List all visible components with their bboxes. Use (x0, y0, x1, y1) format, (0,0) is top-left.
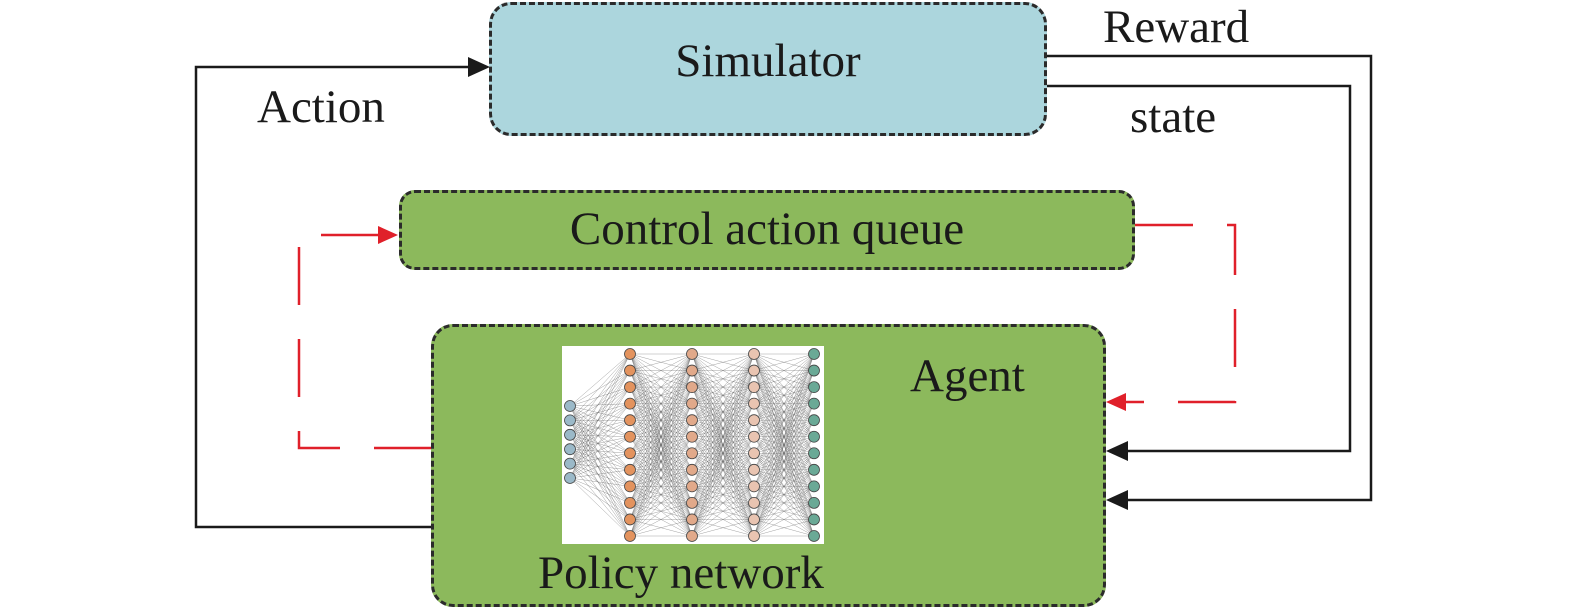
neuron-layer-3-9 (686, 480, 698, 493)
neuron-layer-3-5 (686, 414, 698, 427)
queue-to-agent-arrow (1120, 223, 1237, 404)
neuron-layer-5-7 (808, 447, 820, 460)
neuron-layer-4-8 (748, 463, 760, 476)
neuron-layer-4-7 (748, 447, 760, 460)
neuron-layer-4-6 (748, 430, 760, 443)
neuron-layer-4-1 (748, 348, 760, 360)
neuron-layer-2-7 (624, 447, 636, 460)
neuron-layer-3-11 (686, 513, 698, 526)
neuron-layer-2-3 (624, 381, 636, 393)
agent-to-queue-arrow (297, 233, 432, 450)
neuron-layer-2-11 (624, 513, 636, 526)
state-arrowhead (1106, 441, 1128, 461)
neuron-layer-1-5 (564, 457, 576, 470)
neuron-layer-3-10 (686, 497, 698, 509)
neuron-layer-1-2 (564, 414, 576, 427)
agent-to-queue-arrowhead (378, 226, 398, 244)
neuron-layer-5-3 (808, 381, 820, 393)
neuron-layer-4-12 (748, 530, 760, 542)
neuron-layer-1-6 (564, 472, 576, 484)
network-connections (569, 353, 815, 537)
reward-label: Reward (1103, 1, 1250, 53)
queue-to-agent-arrowhead (1106, 393, 1126, 411)
neuron-layer-4-9 (748, 480, 760, 493)
neuron-layer-3-7 (686, 447, 698, 460)
neuron-layer-5-11 (808, 513, 820, 526)
neuron-layer-5-8 (808, 463, 820, 476)
neuron-layer-5-4 (808, 397, 820, 410)
neuron-layer-2-8 (624, 463, 636, 476)
neuron-layer-2-4 (624, 397, 636, 410)
neuron-layer-5-9 (808, 480, 820, 493)
neuron-layer-1-3 (564, 428, 576, 441)
reward-arrow (1047, 54, 1373, 502)
neuron-layer-4-5 (748, 414, 760, 427)
neuron-layer-3-1 (686, 348, 698, 360)
neuron-layer-3-6 (686, 430, 698, 443)
neuron-layer-2-2 (624, 364, 636, 377)
policy-network-label: Policy network (538, 547, 824, 599)
neuron-layer-4-4 (748, 397, 760, 410)
reward-arrowhead (1106, 490, 1128, 510)
neuron-layer-4-11 (748, 513, 760, 526)
neuron-layer-3-12 (686, 530, 698, 542)
neuron-layer-1-1 (564, 400, 576, 412)
agent-label: Agent (910, 350, 1025, 402)
neuron-layer-2-10 (624, 497, 636, 509)
neuron-layer-2-9 (624, 480, 636, 493)
state-label: state (1130, 91, 1217, 143)
neuron-layer-5-6 (808, 430, 820, 443)
neuron-layer-5-2 (808, 364, 820, 377)
neuron-layer-4-2 (748, 364, 760, 377)
neuron-layer-2-1 (624, 348, 636, 360)
neuron-layer-5-5 (808, 414, 820, 427)
control-action-queue-label: Control action queue (569, 203, 965, 255)
simulator-box (489, 2, 1047, 136)
action-arrow (194, 65, 478, 529)
neuron-layer-2-12 (624, 530, 636, 542)
neuron-layer-5-1 (808, 348, 820, 360)
neuron-layer-2-6 (624, 430, 636, 443)
neuron-layer-5-10 (808, 497, 820, 509)
action-arrowhead (468, 57, 490, 77)
neuron-layer-3-8 (686, 463, 698, 476)
simulator-label: Simulator (675, 35, 861, 87)
neuron-layer-2-5 (624, 414, 636, 427)
neuron-layer-5-12 (808, 530, 820, 542)
action-label: Action (257, 81, 385, 133)
neuron-layer-3-3 (686, 381, 698, 393)
state-arrow (1047, 84, 1352, 453)
neuron-layer-3-4 (686, 397, 698, 410)
control-action-queue-box (399, 190, 1135, 270)
neuron-layer-4-3 (748, 381, 760, 393)
neuron-layer-1-4 (564, 443, 576, 456)
neuron-layer-4-10 (748, 497, 760, 509)
neural-network-icon (562, 346, 824, 544)
neuron-layer-3-2 (686, 364, 698, 377)
